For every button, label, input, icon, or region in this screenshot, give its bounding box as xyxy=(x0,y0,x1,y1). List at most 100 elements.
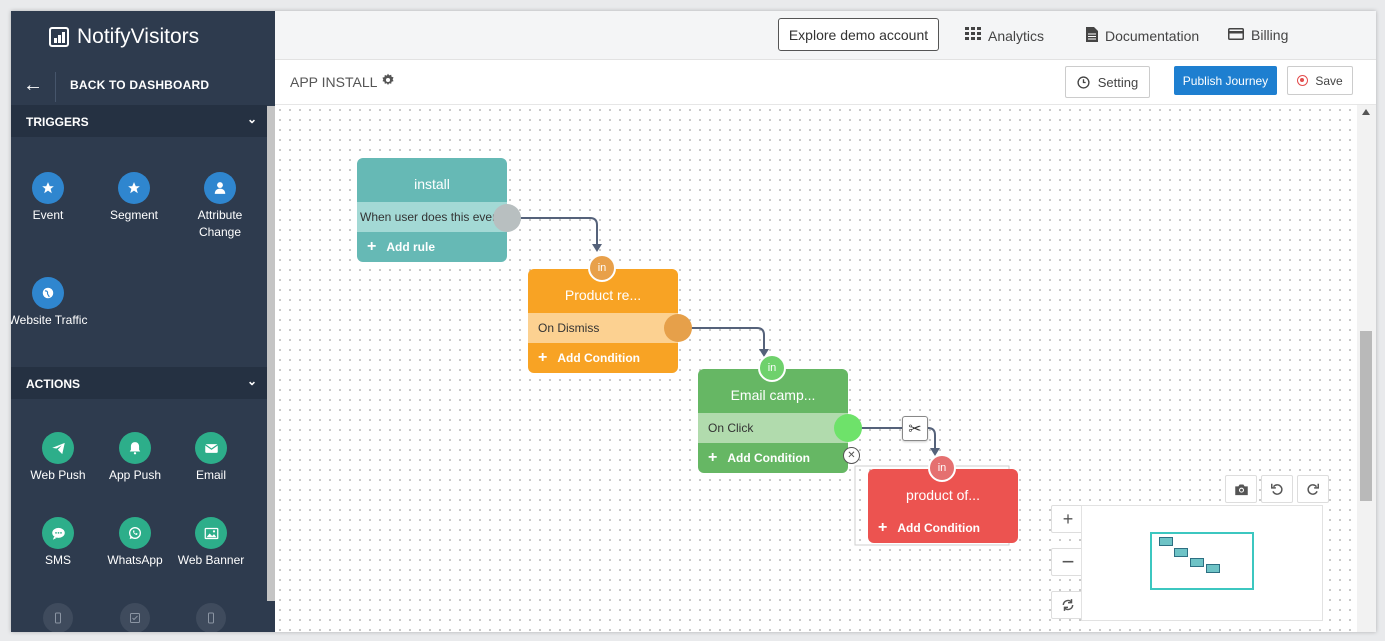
trigger-website-traffic[interactable]: Website Traffic xyxy=(11,277,90,329)
add-rule-label: Add rule xyxy=(386,240,436,254)
node-condition[interactable]: On Dismiss xyxy=(528,313,678,343)
plus-icon: + xyxy=(538,349,548,366)
chat-icon xyxy=(42,517,74,549)
chevron-down-icon[interactable]: ⌄ xyxy=(246,374,257,388)
plus-icon: + xyxy=(878,519,888,536)
trigger-attribute-change[interactable]: Attribute Change xyxy=(178,172,262,241)
scroll-up-icon[interactable] xyxy=(1362,109,1370,115)
flow-node-action[interactable]: Product re... On Dismiss + Add Condition… xyxy=(528,254,692,373)
trigger-event[interactable]: Event xyxy=(11,172,90,224)
node-condition[interactable]: When user does this event xyxy=(357,202,507,232)
add-condition-label: Add Condition xyxy=(557,351,640,365)
add-condition-button[interactable]: + Add Condition xyxy=(528,343,678,373)
image-icon xyxy=(195,517,227,549)
action-web-push[interactable]: Web Push xyxy=(16,432,100,484)
canvas-scrollbar[interactable] xyxy=(1357,105,1376,632)
action-more[interactable] xyxy=(169,603,253,632)
credit-card-icon xyxy=(1228,27,1244,43)
top-navigation: Explore demo account Analytics Documenta… xyxy=(275,11,1376,60)
whatsapp-icon xyxy=(119,517,151,549)
nav-analytics-label: Analytics xyxy=(988,27,1045,44)
camera-button[interactable] xyxy=(1225,475,1257,503)
paper-plane-icon xyxy=(42,432,74,464)
nav-documentation[interactable]: Documentation xyxy=(1086,27,1199,45)
input-port[interactable]: in xyxy=(928,454,956,482)
action-more[interactable] xyxy=(93,603,177,632)
actions-section-header[interactable]: ACTIONS ⌄ xyxy=(11,367,267,399)
trigger-website-traffic-label: Website Traffic xyxy=(11,313,88,327)
input-port[interactable]: in xyxy=(758,354,786,382)
sidebar: NotifyVisitors ← BACK TO DASHBOARD TRIGG… xyxy=(11,11,275,632)
arrow-left-icon[interactable]: ← xyxy=(23,74,43,96)
chevron-down-icon[interactable]: ⌄ xyxy=(246,112,257,126)
action-web-push-label: Web Push xyxy=(30,468,86,482)
actions-header-label: ACTIONS xyxy=(26,377,80,391)
journey-toolbar: APP INSTALL Setting Publish Journey Save xyxy=(275,60,1376,105)
journey-canvas[interactable]: install When user does this event + Add … xyxy=(275,105,1357,632)
back-to-dashboard-label: BACK TO DASHBOARD xyxy=(70,78,210,92)
clock-icon xyxy=(1077,75,1090,89)
minimap-node xyxy=(1206,564,1220,573)
output-port[interactable] xyxy=(664,314,692,342)
action-email-label: Email xyxy=(195,468,226,482)
connector-lines xyxy=(519,217,1010,546)
output-port[interactable] xyxy=(493,204,521,232)
gear-icon[interactable] xyxy=(381,73,395,90)
add-rule-button[interactable]: + Add rule xyxy=(357,232,507,262)
output-port[interactable] xyxy=(834,414,862,442)
redo-icon xyxy=(1307,483,1319,495)
flow-node-action[interactable]: Email camp... On Click + Add Condition i… xyxy=(698,354,862,473)
trigger-event-label: Event xyxy=(32,208,64,222)
publish-journey-button[interactable]: Publish Journey xyxy=(1174,66,1277,95)
nav-billing[interactable]: Billing xyxy=(1228,27,1288,43)
minimap[interactable] xyxy=(1081,505,1323,621)
nav-documentation-label: Documentation xyxy=(1105,28,1200,44)
undo-icon xyxy=(1271,483,1283,495)
app-window: NotifyVisitors ← BACK TO DASHBOARD TRIGG… xyxy=(11,11,1376,632)
mobile-icon xyxy=(196,603,226,632)
refresh-icon xyxy=(1062,599,1074,611)
zoom-in-button[interactable]: + xyxy=(1051,505,1085,533)
add-condition-button[interactable]: + Add Condition xyxy=(698,443,848,473)
action-whatsapp[interactable]: WhatsApp xyxy=(93,517,177,569)
star-icon xyxy=(118,172,150,204)
save-button[interactable]: Save xyxy=(1287,66,1353,95)
action-app-push[interactable]: App Push xyxy=(93,432,177,484)
document-icon xyxy=(1086,27,1098,45)
close-icon[interactable]: ✕ xyxy=(843,447,860,464)
action-more[interactable] xyxy=(16,603,100,632)
action-web-banner-label: Web Banner xyxy=(177,553,245,567)
sidebar-scrollbar[interactable] xyxy=(267,106,275,601)
add-condition-button[interactable]: + Add Condition xyxy=(868,513,1018,543)
flow-node-trigger[interactable]: install When user does this event + Add … xyxy=(357,158,521,263)
scissors-icon[interactable]: ✂ xyxy=(902,416,928,441)
action-sms[interactable]: SMS xyxy=(16,517,100,569)
plus-icon: + xyxy=(367,238,377,255)
zoom-out-button[interactable]: − xyxy=(1051,548,1085,576)
camera-icon xyxy=(1234,484,1248,495)
setting-button[interactable]: Setting xyxy=(1065,66,1150,98)
mobile-icon xyxy=(43,603,73,632)
add-condition-label: Add Condition xyxy=(897,521,980,535)
input-port[interactable]: in xyxy=(588,254,616,282)
redo-button[interactable] xyxy=(1297,475,1329,503)
minimap-viewport[interactable] xyxy=(1150,532,1254,590)
trigger-attribute-change-label: Attribute Change xyxy=(197,208,243,239)
back-to-dashboard[interactable]: ← BACK TO DASHBOARD xyxy=(11,68,267,104)
scrollbar-thumb[interactable] xyxy=(1360,331,1372,501)
brand-logo[interactable]: NotifyVisitors xyxy=(49,24,199,50)
node-condition[interactable]: On Click xyxy=(698,413,848,443)
minimap-node xyxy=(1174,548,1188,557)
trigger-segment[interactable]: Segment xyxy=(92,172,176,224)
flow-node-action[interactable]: product of... + Add Condition in xyxy=(868,454,1018,543)
reset-view-button[interactable] xyxy=(1051,591,1085,619)
node-title: install xyxy=(357,158,507,202)
action-web-banner[interactable]: Web Banner xyxy=(169,517,253,569)
triggers-section-header[interactable]: TRIGGERS ⌄ xyxy=(11,105,267,137)
action-email[interactable]: Email xyxy=(169,432,253,484)
nav-analytics[interactable]: Analytics xyxy=(965,27,1044,44)
undo-button[interactable] xyxy=(1261,475,1293,503)
bell-icon xyxy=(119,432,151,464)
explore-demo-button[interactable]: Explore demo account xyxy=(778,18,939,51)
add-condition-label: Add Condition xyxy=(727,451,810,465)
